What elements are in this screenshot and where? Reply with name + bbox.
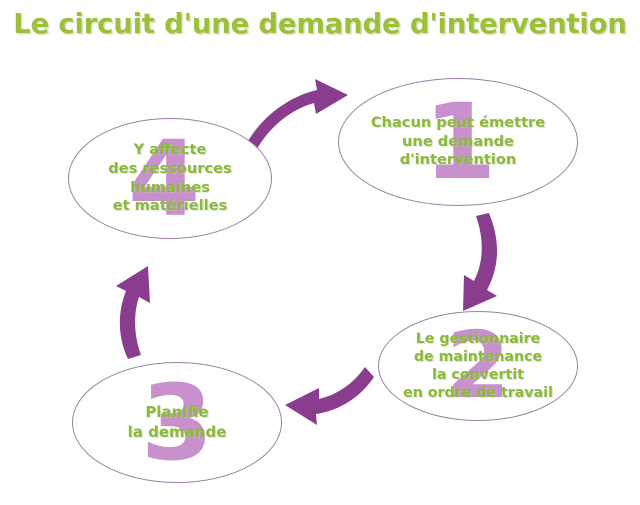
node-step-2[interactable]: 2 Le gestionnaire de maintenance la conv… (378, 311, 578, 421)
arrow-1-to-2 (463, 213, 498, 311)
node-step-3-inner: 3 Planifie la demande (73, 363, 281, 482)
node-step-4[interactable]: 4 Y affecte des ressources humaines et m… (68, 118, 272, 239)
arrow-3-to-4 (116, 266, 150, 359)
node-step-4-inner: 4 Y affecte des ressources humaines et m… (69, 119, 271, 238)
node-step-1[interactable]: 1 Chacun peut émettre une demande d'inte… (338, 78, 578, 206)
arrow-2-to-3 (285, 367, 374, 425)
node-step-2-label: Le gestionnaire de maintenance la conver… (403, 330, 553, 402)
node-step-3[interactable]: 3 Planifie la demande (72, 362, 282, 483)
node-step-1-inner: 1 Chacun peut émettre une demande d'inte… (339, 79, 577, 205)
node-step-1-label: Chacun peut émettre une demande d'interv… (370, 113, 546, 169)
node-step-3-label: Planifie la demande (127, 403, 227, 441)
page-title: Le circuit d'une demande d'intervention (13, 8, 627, 40)
node-step-2-inner: 2 Le gestionnaire de maintenance la conv… (379, 312, 577, 420)
node-step-4-label: Y affecte des ressources humaines et mat… (108, 141, 232, 215)
